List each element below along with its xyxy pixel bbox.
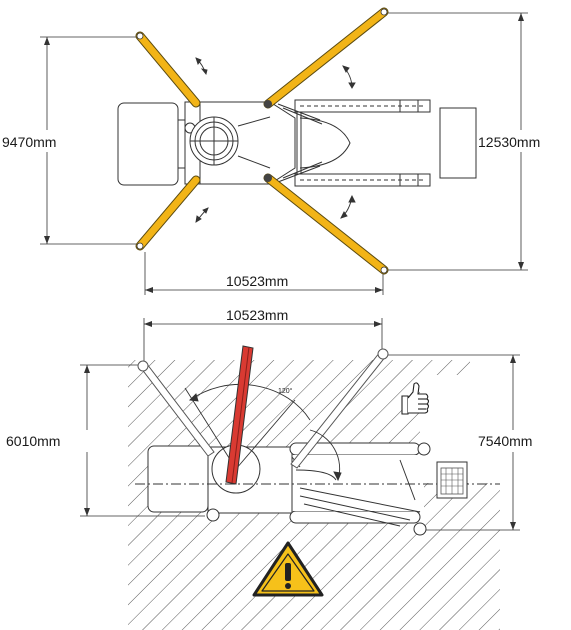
- side-lower-rail: [289, 510, 421, 524]
- side-outriggers: [137, 348, 389, 469]
- side-right-height-label: 7540mm: [478, 433, 532, 449]
- left-height-label-bg: [0, 130, 88, 152]
- counter-platform: [439, 107, 477, 179]
- side-left-height-label: 6010mm: [6, 433, 60, 449]
- right-height-label-bg: [476, 130, 568, 152]
- outrigger-top-right: [264, 8, 388, 108]
- side-left-label-bg: [4, 430, 88, 452]
- top-width-label: 10523mm: [226, 273, 288, 289]
- side-cab: [147, 445, 209, 513]
- side-width-label: 10523mm: [226, 307, 288, 323]
- boom: [225, 345, 254, 485]
- top-outriggers: [135, 7, 389, 275]
- warning-icon: [252, 541, 324, 597]
- side-chassis: [147, 442, 431, 536]
- thumbs-up-icon: [401, 382, 430, 415]
- side-width-label-bg: [222, 307, 306, 323]
- grid-box-icon: [436, 461, 468, 499]
- side-right-label-bg: [476, 430, 568, 452]
- side-view: 10523mm 6010mm 7540mm: [4, 307, 568, 630]
- boom-arm: [225, 345, 254, 485]
- top-left-height-label: 9470mm: [2, 134, 56, 150]
- upper-rail: [294, 99, 431, 113]
- side-dimension-arrows: [84, 321, 516, 530]
- outrigger-top-left: [136, 32, 200, 107]
- top-chassis: [117, 99, 477, 187]
- cab-outline: [117, 102, 179, 186]
- top-dimension-arrows: [44, 13, 524, 293]
- outrigger-bottom-left: [136, 176, 200, 250]
- top-right-height-label: 12530mm: [478, 134, 540, 150]
- lower-rail: [294, 173, 431, 187]
- top-view: 9470mm 12530mm 10523mm: [0, 7, 568, 295]
- swing-angle-label: 120°: [278, 387, 293, 395]
- rotation-arrow-icon: [195, 57, 356, 223]
- swing-angle-arcs: [184, 384, 342, 482]
- outrigger-bottom-right: [264, 174, 388, 274]
